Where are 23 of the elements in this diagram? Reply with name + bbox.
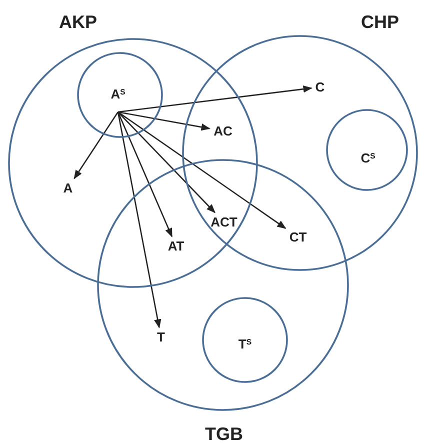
set-label: AKP [59,13,97,31]
set-label: AC [212,124,234,138]
set-label: TGB [205,425,243,443]
set-circle [76,51,164,139]
arrow [117,112,162,328]
set-label: C [314,80,326,94]
set-label: AT [166,238,186,254]
set-label: C$^{S}$ [360,152,376,164]
set-label: T$^{S}$ [238,338,252,350]
set-label: CT [288,230,308,244]
set-label: T [155,330,167,344]
arrow [117,112,172,238]
arrow [118,112,216,214]
set-label: A [62,180,74,196]
set-circle [201,296,289,384]
set-label: ACT [208,214,240,230]
arrow [118,111,210,131]
set-circle [325,108,409,192]
set-label: CHP [361,13,399,31]
set-label: A$^{S}$ [110,88,126,100]
arrow [118,85,312,113]
arrow [74,112,119,180]
arrow [118,111,286,229]
